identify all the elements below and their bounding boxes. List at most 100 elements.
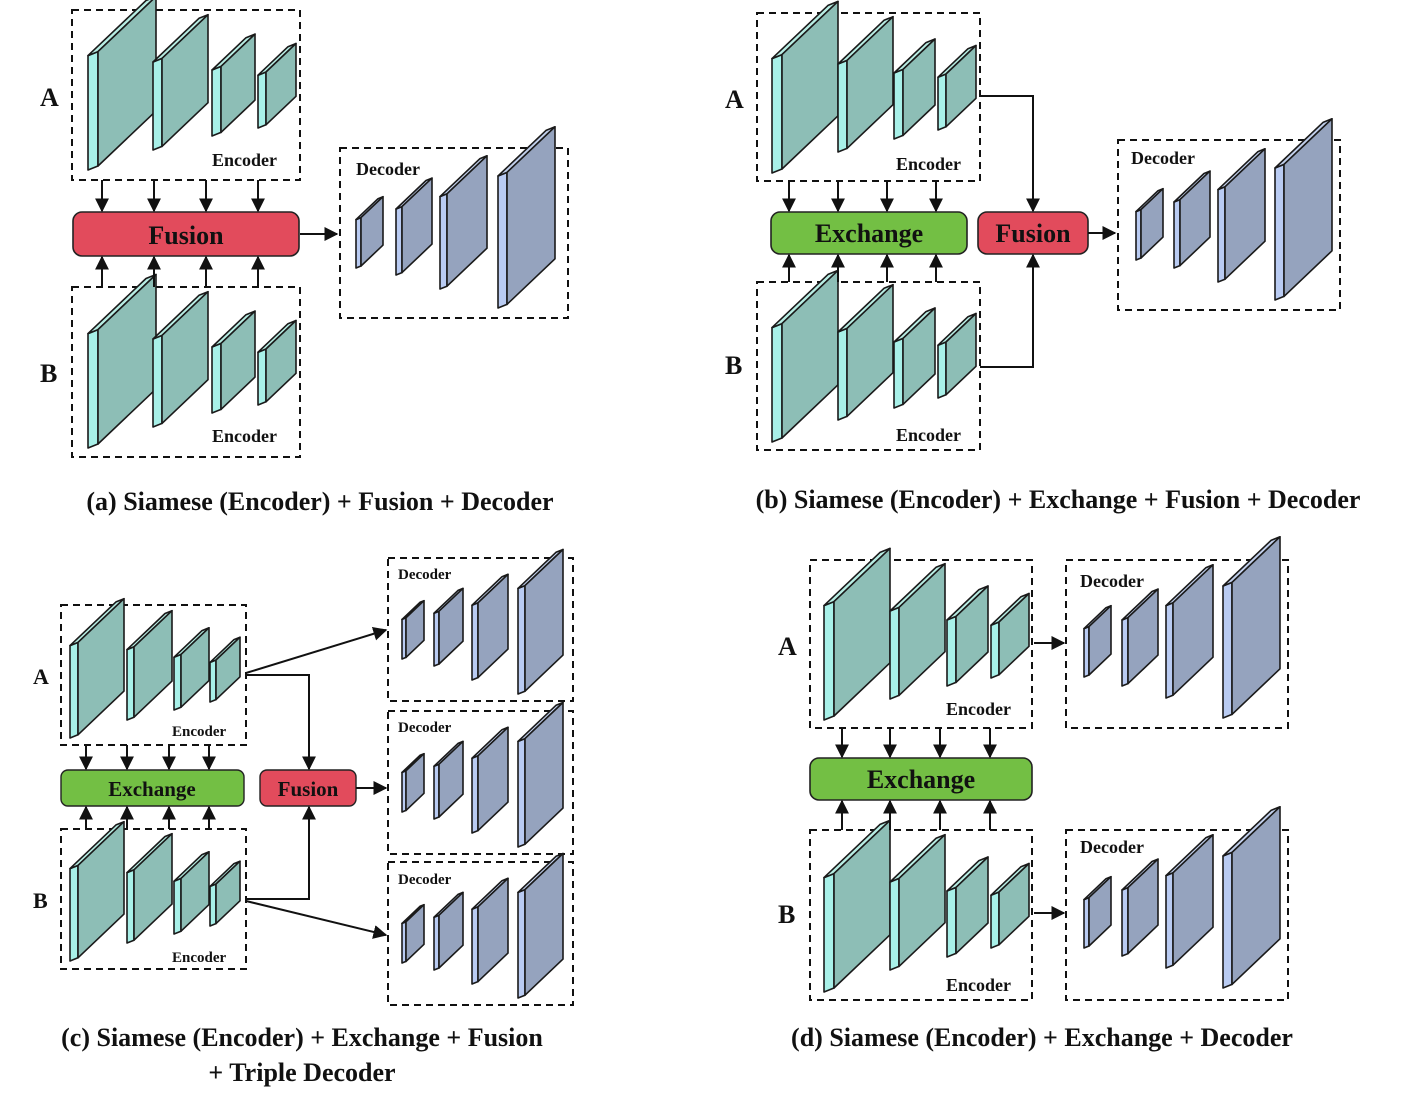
exchange-label: Exchange [867, 765, 975, 794]
exchange-module [809, 757, 1033, 801]
decoder-feature-map-2 [1121, 858, 1159, 957]
input-b-label: B [725, 351, 742, 380]
input-a-label: A [778, 632, 797, 661]
encoder-a-box [809, 559, 1033, 729]
encoder-a-blocks [771, 0, 977, 174]
panel-d: A B Encoder Encoder Exchange Decoder Dec… [778, 535, 1293, 1052]
caption-a: (a) Siamese (Encoder) + Fusion + Decoder [86, 487, 553, 516]
encoder-feature-map-3 [173, 626, 210, 711]
decoder-label: Decoder [356, 159, 420, 179]
decoder-feature-map-4 [517, 701, 564, 848]
encoder-feature-map-2 [152, 13, 209, 151]
decoder-feature-map-1 [1083, 604, 1112, 678]
decoder-feature-map-3 [1217, 148, 1266, 283]
encoder-a-blocks [823, 547, 1030, 721]
fusion-label: Fusion [995, 219, 1071, 248]
encoder-feature-map-1 [87, 0, 157, 171]
decoder-feature-map-3 [471, 726, 509, 834]
decoder-middle-box [387, 710, 574, 855]
encoder-a-to-fusion-arrow [980, 95, 1040, 213]
encoder-a-label: Encoder [946, 699, 1011, 719]
encoder-feature-map-2 [837, 283, 894, 421]
encoder-a-to-decoder-arrow [245, 627, 388, 674]
input-a-label: A [725, 85, 744, 114]
decoder-b-label: Decoder [1080, 837, 1144, 857]
encoder-feature-map-1 [823, 819, 891, 993]
decoder-feature-map-4 [517, 852, 564, 999]
decoder-box [339, 147, 569, 319]
decoder-top-label: Decoder [398, 567, 452, 583]
encoder-to-exchange-arrows [835, 728, 997, 830]
encoder-feature-map-1 [771, 269, 839, 443]
decoder-blocks [1135, 118, 1333, 301]
input-b-label: B [40, 359, 57, 388]
panel-b: A B Encoder Encoder Exchange Fusion Deco… [725, 0, 1361, 514]
exchange-label: Exchange [815, 219, 923, 248]
panel-c: A B Encoder Encoder Exchange Fusion Deco… [33, 548, 574, 1087]
decoder-feature-map-4 [497, 126, 556, 309]
encoder-feature-map-2 [152, 290, 209, 428]
caption-c-line2: + Triple Decoder [208, 1058, 395, 1087]
decoder-a-box [1065, 559, 1289, 729]
input-a-label: A [33, 664, 49, 689]
decoder-a-label: Decoder [1080, 571, 1144, 591]
decoder-feature-map-2 [433, 740, 464, 820]
encoder-feature-map-3 [211, 310, 256, 414]
fusion-label: Fusion [148, 221, 224, 250]
encoder-b-blocks [87, 273, 297, 449]
encoder-b-to-fusion-arrow [980, 253, 1040, 368]
encoder-feature-map-3 [173, 850, 210, 935]
encoder-b-blocks [823, 819, 1030, 993]
encoder-feature-map-4 [257, 42, 297, 129]
decoder-feature-map-3 [439, 155, 488, 290]
fusion-module [72, 211, 300, 257]
encoder-feature-map-3 [946, 585, 989, 687]
decoder-bottom-label: Decoder [398, 872, 452, 888]
decoder-b-blocks [1083, 805, 1281, 989]
encoder-feature-map-1 [69, 597, 125, 739]
encoder-feature-map-3 [893, 38, 936, 140]
encoder-a-box [71, 9, 301, 181]
encoder-feature-map-4 [209, 860, 241, 927]
encoder-feature-map-1 [771, 0, 839, 174]
encoder-feature-map-1 [69, 820, 125, 962]
decoder-bottom-blocks [401, 852, 564, 999]
input-b-label: B [33, 888, 48, 913]
encoder-feature-map-4 [990, 592, 1030, 679]
decoder-middle-blocks [401, 701, 564, 848]
decoder-box [1117, 139, 1341, 311]
decoder-feature-map-1 [1083, 875, 1112, 949]
exchange-label: Exchange [108, 777, 196, 801]
encoder-feature-map-2 [889, 833, 946, 971]
encoder-feature-map-3 [893, 307, 936, 409]
encoder-to-exchange-arrows [79, 745, 216, 829]
encoder-b-label: Encoder [946, 975, 1011, 995]
decoder-b-box [1065, 829, 1289, 1001]
encoder-a-blocks [69, 597, 241, 739]
encoder-a-label: Encoder [212, 150, 277, 170]
decoder-feature-map-2 [433, 587, 464, 667]
encoder-feature-map-1 [87, 273, 157, 449]
input-a-label: A [40, 83, 59, 112]
encoder-feature-map-2 [126, 832, 173, 944]
encoder-feature-map-4 [257, 319, 297, 406]
decoder-label: Decoder [1131, 148, 1195, 168]
encoder-b-label: Encoder [896, 425, 961, 445]
encoder-feature-map-3 [946, 856, 989, 958]
decoder-blocks [355, 126, 556, 309]
encoder-feature-map-4 [937, 44, 977, 131]
encoder-b-blocks [771, 269, 977, 443]
decoder-feature-map-3 [471, 877, 509, 985]
caption-b: (b) Siamese (Encoder) + Exchange + Fusio… [756, 485, 1361, 514]
decoder-a-blocks [1083, 535, 1281, 719]
encoder-a-label: Encoder [896, 154, 961, 174]
decoder-feature-map-4 [1274, 118, 1333, 301]
encoder-to-exchange-arrows [782, 181, 943, 282]
decoder-feature-map-4 [1222, 805, 1281, 989]
encoder-b-label: Encoder [172, 950, 227, 966]
encoder-a-label: Encoder [172, 724, 227, 740]
exchange-module [770, 211, 968, 255]
encoder-b-to-decoder-arrow [245, 900, 388, 939]
decoder-feature-map-2 [433, 891, 464, 971]
